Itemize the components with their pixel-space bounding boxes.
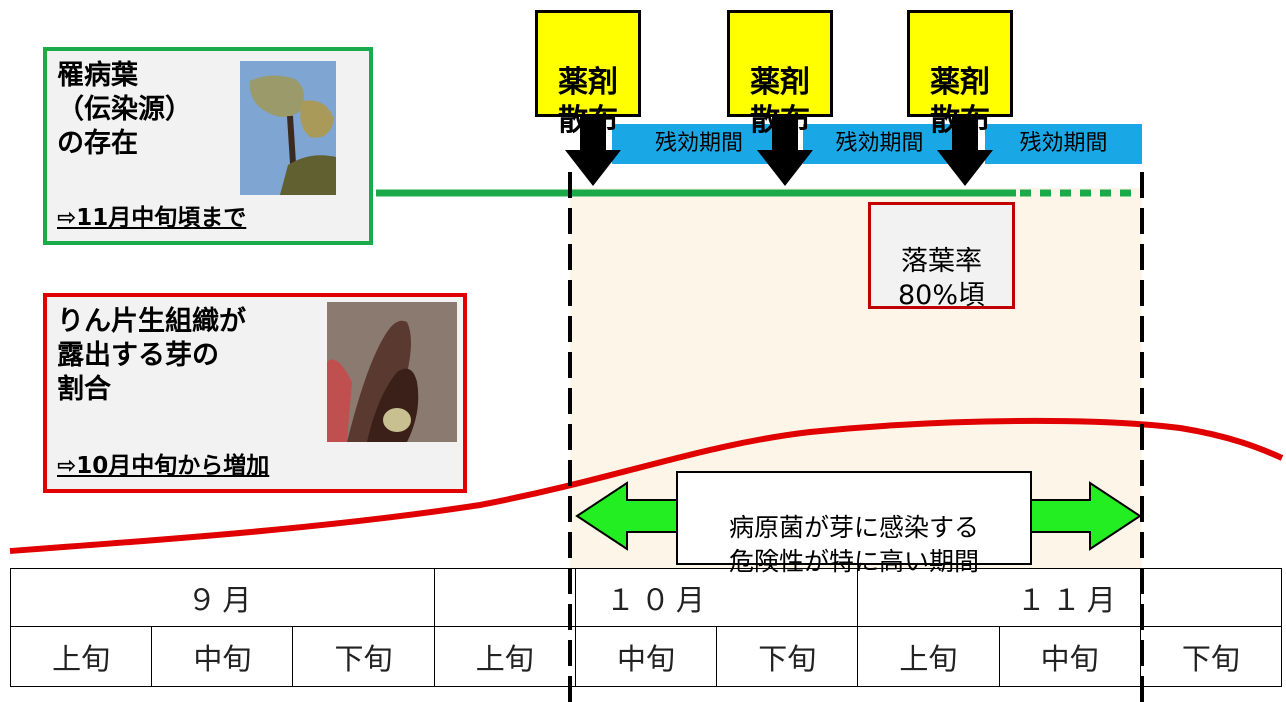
month-cell-blank [433,568,576,627]
decade-cell: 中旬 [151,626,294,687]
decade-cell: 上旬 [9,626,153,687]
decade-cell: 上旬 [857,626,1000,687]
decade-cell: 下旬 [292,626,435,687]
month-cell-blank-end [1139,568,1283,627]
infected-leaf-box: 罹病葉 （伝染源） の存在 ⇨11月中旬頃まで [43,47,373,245]
decade-cell: 中旬 [574,626,718,687]
residual-period-label: 残効期間 [654,131,743,156]
residual-period-label: 残効期間 [1019,131,1108,156]
leaf-fall-label: 落葉率 80%頃 [897,246,985,311]
spray-event-2: 薬剤 散布 [727,10,833,138]
decade-cell: 下旬 [716,626,859,687]
bud-photo [327,302,457,442]
month-cell-nov: １１月 [857,568,1141,627]
decade-cell: 中旬 [998,626,1141,687]
calendar-table: ９月 １０月 １１月 上旬 中旬 下旬 上旬 中旬 下旬 上旬 中旬 下旬 [9,568,1283,687]
decade-cell: 下旬 [1139,626,1283,687]
residual-period-2: 残効期間 [803,124,956,164]
infected-leaf-note: ⇨11月中旬頃まで [57,205,247,231]
spray-event-label: 薬剤 散布 [750,65,810,138]
infected-leaf-title: 罹病葉 （伝染源） の存在 [57,60,192,159]
scale-tissue-title: りん片生組織が 露出する芽の 割合 [57,306,246,405]
spray-event-1: 薬剤 散布 [535,10,641,138]
leaf-fall-80-box: 落葉率 80%頃 [868,202,1015,311]
spray-event-3: 薬剤 散布 [907,10,1013,138]
risk-period-label-box: 病原菌が芽に感染する 危険性が特に高い期間 [676,471,1032,576]
residual-period-3: 残効期間 [985,124,1142,164]
month-cell-sep: ９月 [10,568,435,627]
risk-period-label: 病原菌が芽に感染する 危険性が特に高い期間 [728,513,979,576]
decade-cell: 上旬 [433,626,576,687]
calendar-decade-row: 上旬 中旬 下旬 上旬 中旬 下旬 上旬 中旬 下旬 [9,626,1283,687]
residual-period-label: 残効期間 [835,131,924,156]
scale-tissue-note: ⇨10月中旬から増加 [57,453,270,479]
infected-leaf-photo [240,61,336,195]
spray-event-label: 薬剤 散布 [558,65,618,138]
scale-tissue-box: りん片生組織が 露出する芽の 割合 ⇨10月中旬から増加 [43,293,467,493]
calendar-month-row: ９月 １０月 １１月 [10,568,1283,627]
month-cell-oct: １０月 [574,568,859,627]
spray-event-label: 薬剤 散布 [930,65,990,138]
